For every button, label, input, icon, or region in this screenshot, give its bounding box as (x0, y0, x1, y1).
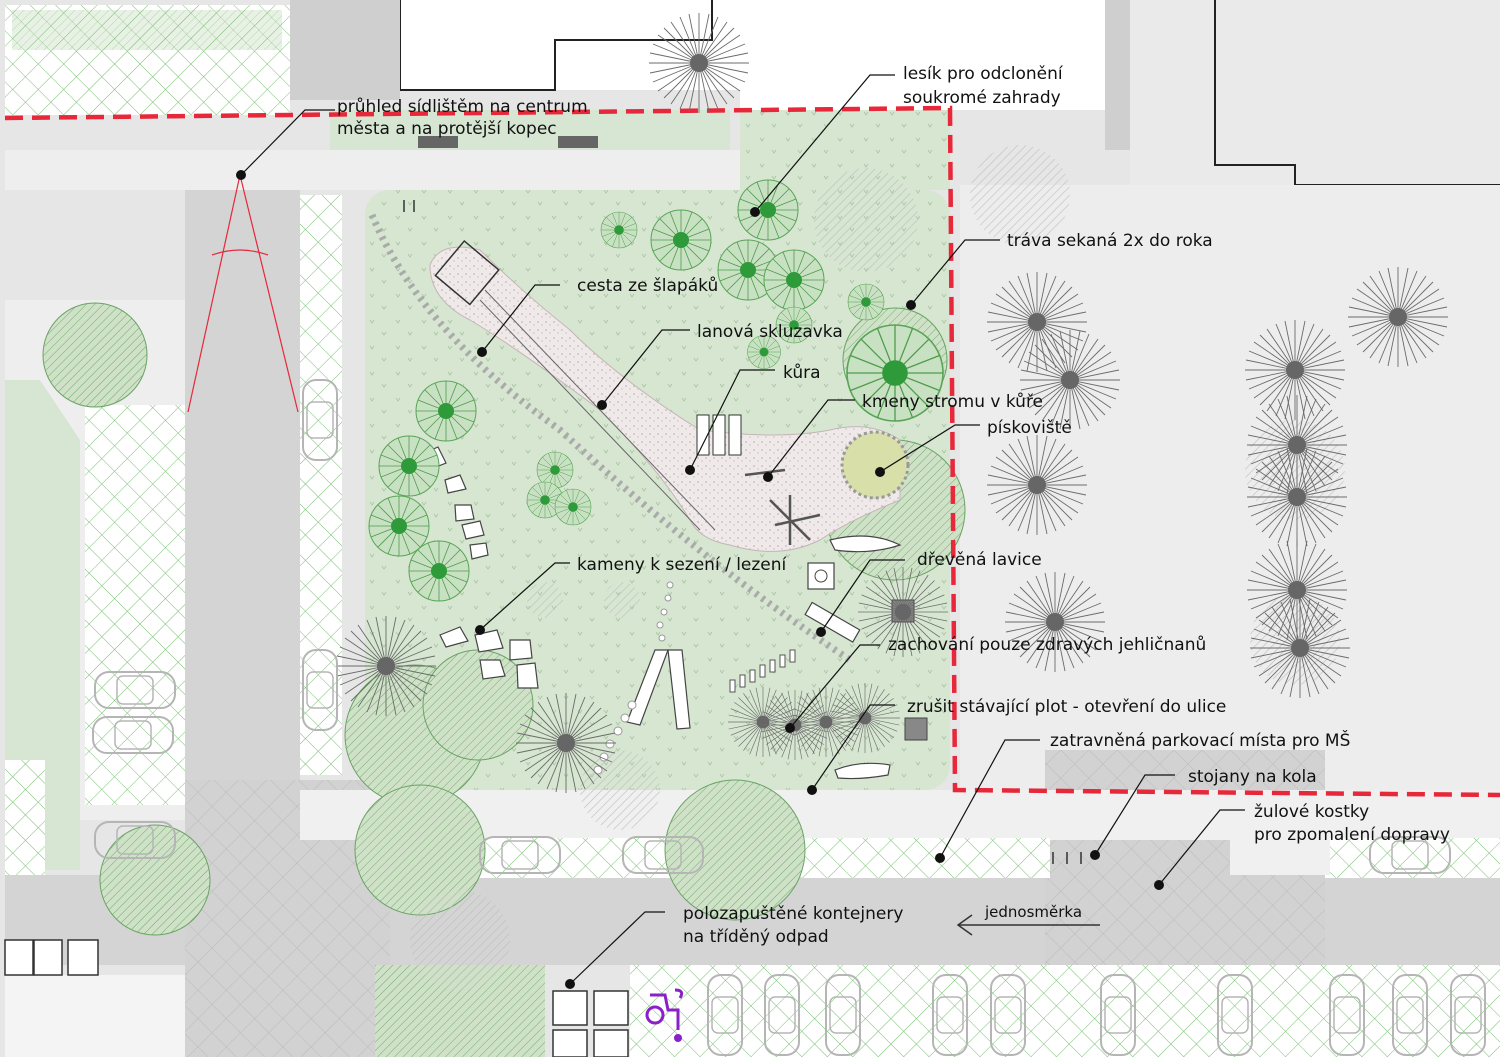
waste-containers (4, 939, 629, 1057)
sandpit (840, 430, 910, 500)
label-containers-line1: polozapuštěné kontejnery (683, 904, 903, 924)
label-grove-line2: soukromé zahrady (903, 88, 1061, 108)
label-path: cesta ze šlapáků (577, 276, 718, 296)
bike-stands (403, 200, 1082, 864)
building-top (400, 0, 740, 90)
label-oneway: jednosměrka (984, 903, 1082, 921)
label-cobbles-line1: žulové kostky (1254, 802, 1369, 822)
label-bench: dřevěná lavice (917, 550, 1042, 570)
view-cone (187, 174, 299, 413)
label-containers-line2: na tříděný odpad (683, 927, 829, 947)
bark-area (429, 246, 901, 552)
label-bark: kůra (783, 363, 821, 383)
stepping-stone-path (368, 213, 852, 663)
label-conifers: zachování pouze zdravých jehličnanů (888, 635, 1206, 655)
label-cobbles-line2: pro zpomalení dopravy (1254, 825, 1450, 845)
label-sandpit: pískoviště (987, 418, 1072, 438)
label-logs: kmeny stromu v kůře (862, 392, 1043, 412)
label-view-line1: průhled sídlištěm na centrum (337, 97, 588, 117)
label-grass: tráva sekaná 2x do roka (1007, 231, 1213, 251)
label-zipline: lanová skluzavka (697, 322, 843, 342)
wheelchair-icon (645, 988, 684, 1030)
site-boundary (4, 105, 1500, 798)
one-way-arrow-icon (956, 914, 1100, 936)
label-grove-line1: lesík pro odclonění (903, 64, 1064, 84)
label-parking: zatravněná parkovací místa pro MŠ (1050, 729, 1350, 751)
label-fence: zrušit stávající plot - otevření do ulic… (907, 697, 1226, 717)
label-stones: kameny k sezení / lezení (577, 555, 788, 575)
annotation-leaders (240, 74, 1245, 985)
label-view-line2: města a na protější kopec (337, 119, 557, 139)
label-bikes: stojany na kola (1188, 767, 1317, 787)
